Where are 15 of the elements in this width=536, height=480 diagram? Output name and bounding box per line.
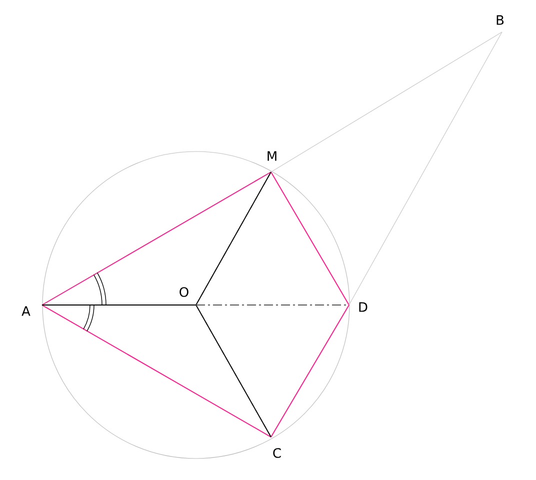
point-label: O — [180, 287, 188, 297]
point-label: D — [359, 302, 368, 312]
line-segment — [270, 304, 350, 438]
point-label: C — [273, 448, 281, 458]
line-segment — [42, 304, 196, 306]
point-label: A — [22, 306, 30, 316]
line-segment — [348, 32, 502, 306]
line-segment — [196, 304, 272, 438]
line-segment — [196, 172, 272, 306]
line-segment — [42, 304, 272, 438]
line-segment — [42, 172, 272, 306]
line-segment — [270, 32, 502, 172]
line-segment — [270, 172, 350, 306]
point-label: B — [496, 15, 504, 25]
point-label: M — [268, 151, 276, 161]
